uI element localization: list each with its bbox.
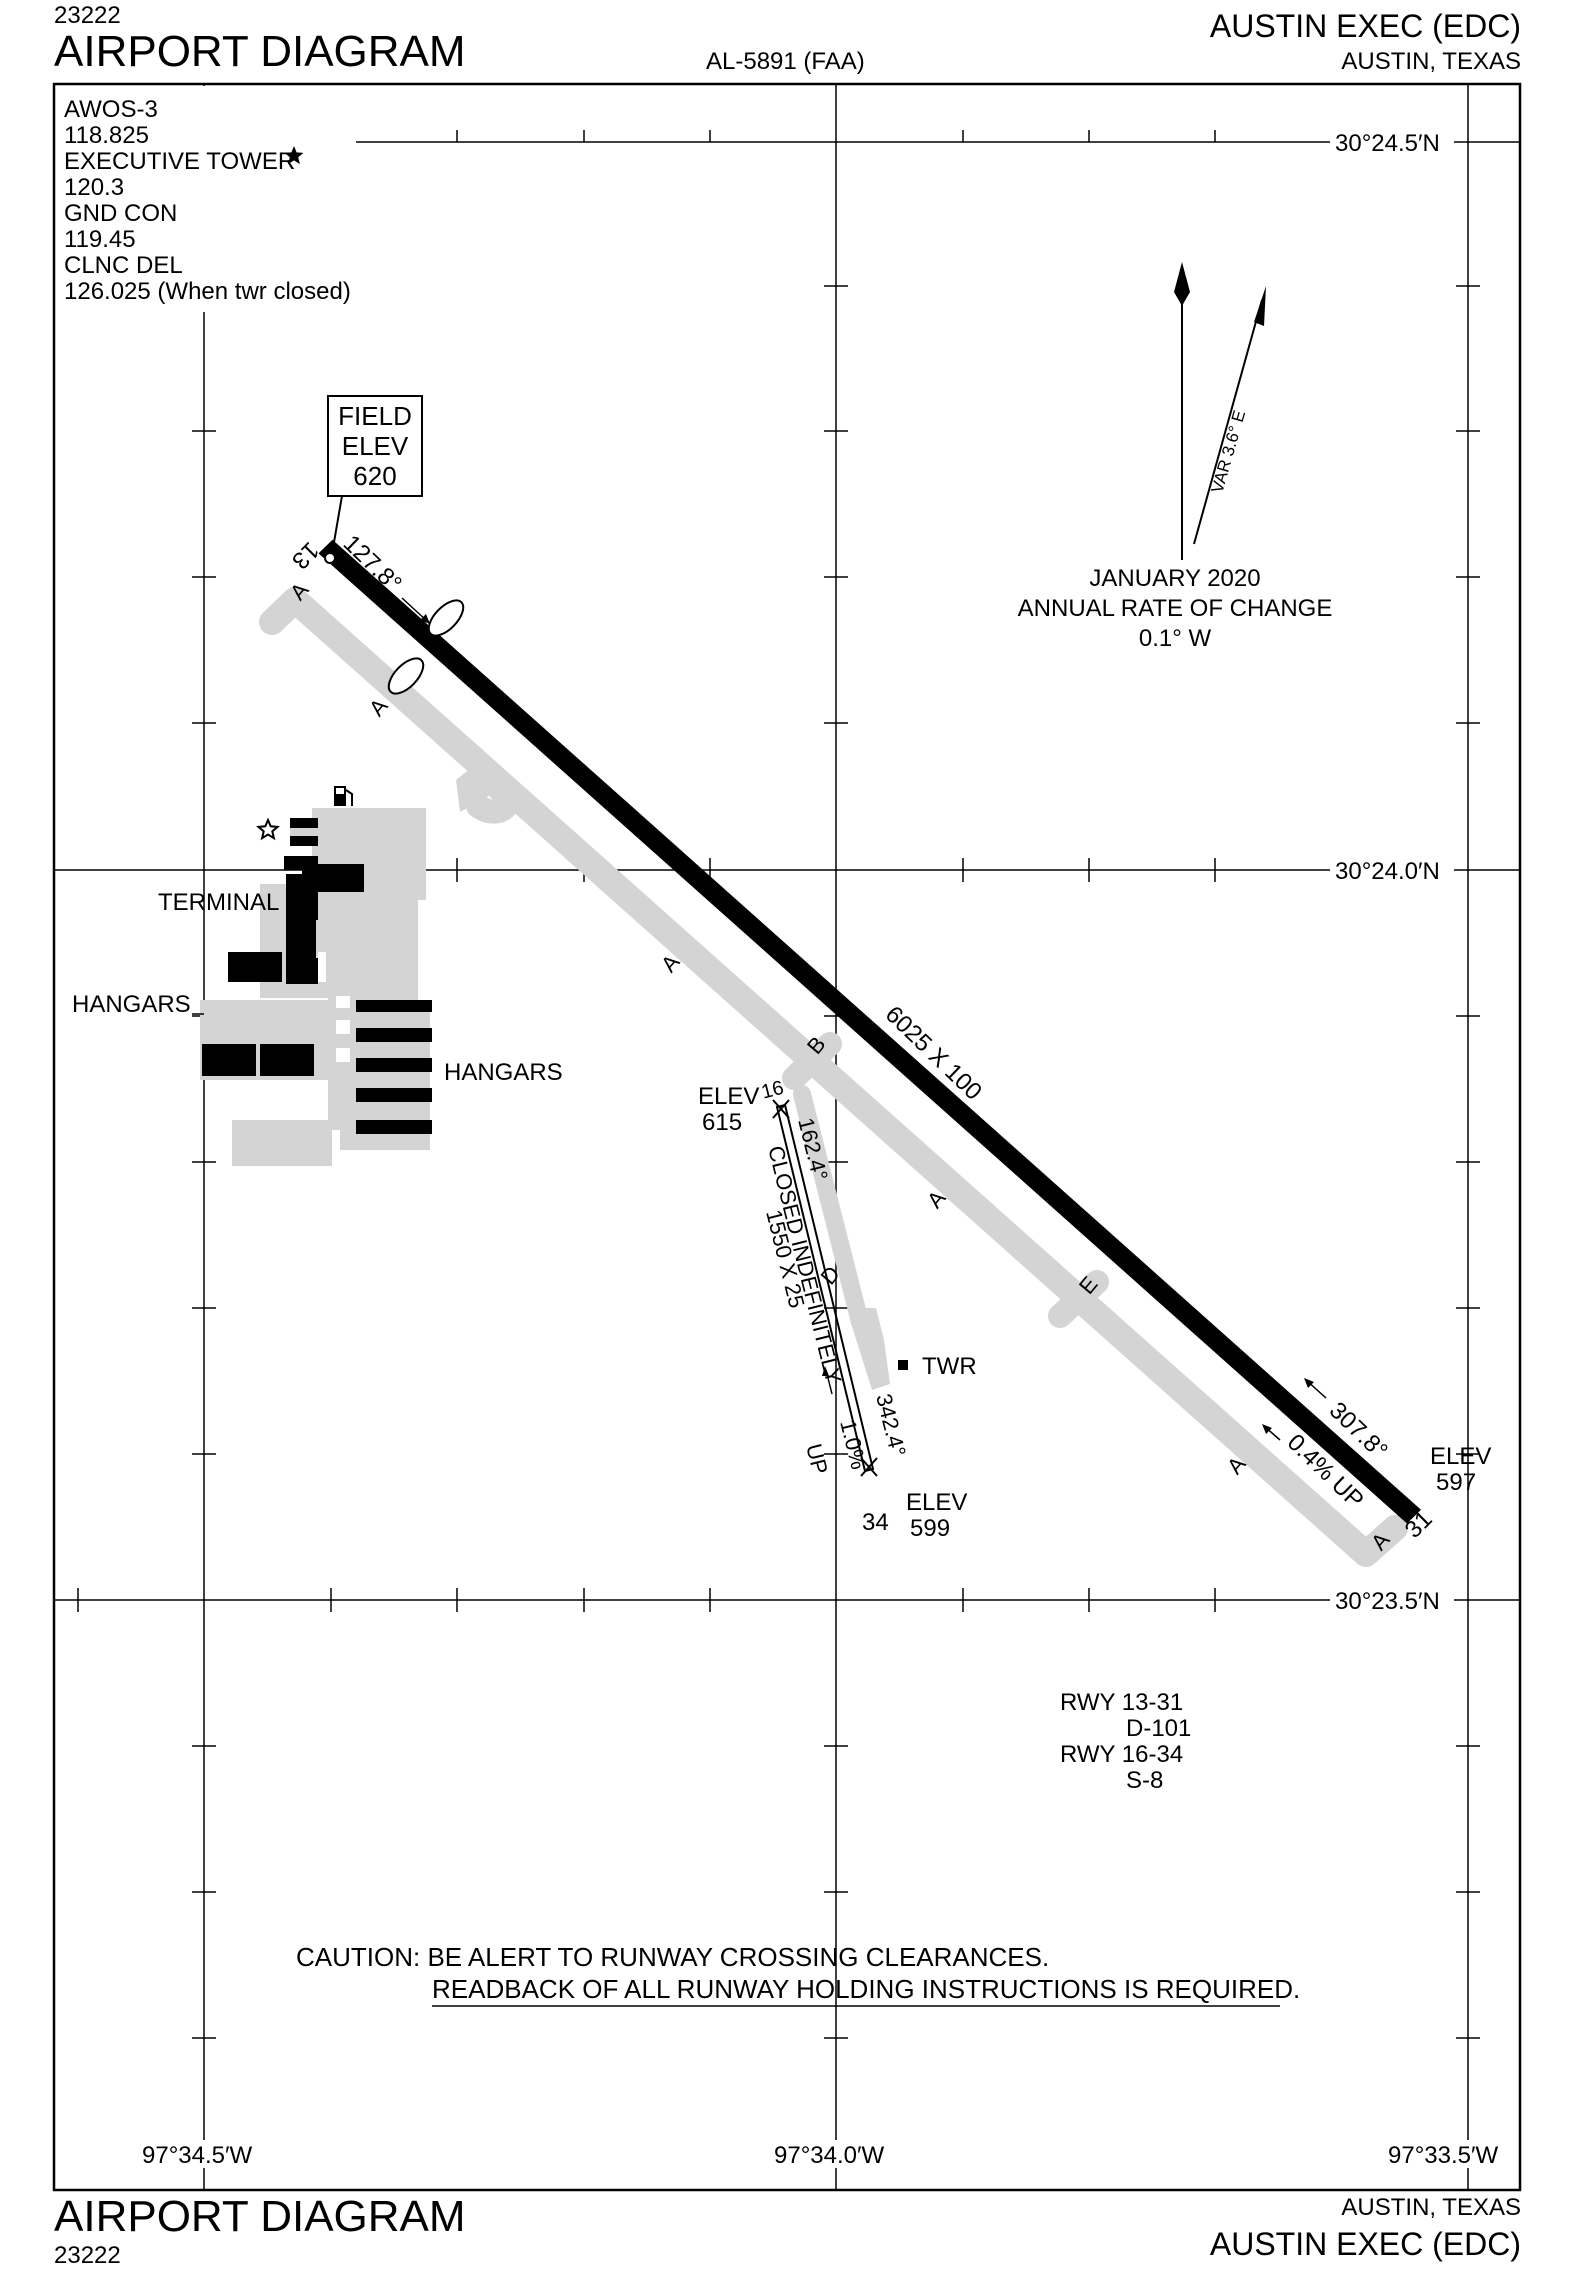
runway-34-elev-label: ELEV <box>906 1489 967 1516</box>
magnetic-north-line <box>1193 299 1263 545</box>
bearing-rwy-13-31: RWY 13-31 <box>1060 1689 1183 1716</box>
terminal-label: TERMINAL <box>158 889 279 916</box>
lon-label-east: 97°33.5′W <box>1388 2142 1499 2169</box>
runway-16-elev-label: ELEV <box>698 1083 759 1110</box>
coordinate-labels: 30°24.5′N 30°24.0′N 30°23.5′N 97°34.5′W … <box>140 128 1516 2169</box>
field-elevation-value: 620 <box>353 461 396 491</box>
fuel-icon <box>334 786 353 806</box>
city-state-footer: AUSTIN, TEXAS <box>1341 2194 1521 2221</box>
lon-label-west: 97°34.5′W <box>142 2142 253 2169</box>
caution-note: CAUTION: BE ALERT TO RUNWAY CROSSING CLE… <box>296 1942 1300 2007</box>
field-elevation-leader <box>332 495 343 549</box>
taxiway-apron-connector <box>466 778 521 824</box>
caution-line2: READBACK OF ALL RUNWAY HOLDING INSTRUCTI… <box>432 1974 1300 2004</box>
apron-details <box>318 952 350 1062</box>
field-elevation-line2: ELEV <box>342 431 409 461</box>
field-elevation-line1: FIELD <box>338 401 412 431</box>
runway-34-elev-value: 599 <box>910 1515 950 1542</box>
freq-clearance: CLNC DEL <box>64 252 183 279</box>
lon-label-center: 97°34.0′W <box>774 2142 885 2169</box>
taxiway-e-connector <box>1048 1270 1109 1328</box>
tower-icon <box>898 1360 908 1370</box>
lat-label-center: 30°24.0′N <box>1335 858 1440 885</box>
runway-13-31 <box>318 539 1421 1524</box>
airport-name: AUSTIN EXEC (EDC) <box>1209 8 1521 44</box>
freq-ground: GND CON <box>64 200 177 227</box>
bearing-strength: RWY 13-31 D-101 RWY 16-34 S-8 <box>1060 1689 1191 1794</box>
caution-line1: CAUTION: BE ALERT TO RUNWAY CROSSING CLE… <box>296 1942 1049 1972</box>
taxiway-d-path <box>793 1085 869 1331</box>
buildings <box>202 818 908 1370</box>
procedure-number-footer: 23222 <box>54 2242 121 2269</box>
taxiway-b-connector <box>782 1032 842 1090</box>
freq-tower-value: 120.3 <box>64 174 124 201</box>
map-frame <box>52 82 1522 2192</box>
runway-16-34-gradient-dir: UP <box>801 1441 833 1477</box>
runway-16-label: 16 <box>759 1077 786 1104</box>
freq-ground-value: 119.45 <box>64 226 136 253</box>
apron-connector-fillet <box>456 756 496 812</box>
variation-rate-label: ANNUAL RATE OF CHANGE <box>1018 595 1333 622</box>
taxiway-system <box>259 587 1408 1567</box>
runway-34-heading: 342.4° <box>871 1391 911 1459</box>
lat-label-north: 30°24.5′N <box>1335 130 1440 157</box>
city-state: AUSTIN, TEXAS <box>1341 48 1521 75</box>
wind-indicator-icon <box>387 599 465 695</box>
magnetic-north-arrow-icon <box>1254 286 1266 326</box>
hangars-west-label: HANGARS <box>72 991 191 1018</box>
freq-clearance-value: 126.025 (When twr closed) <box>64 278 351 305</box>
bearing-rwy-16-34: RWY 16-34 <box>1060 1741 1183 1768</box>
magnetic-variation: VAR 3.6° E JANUARY 2020 ANNUAL RATE OF C… <box>1018 262 1333 652</box>
freq-awos: AWOS-3 <box>64 96 158 123</box>
runway-13-threshold-marker <box>324 552 336 564</box>
chart-code: AL-5891 (FAA) <box>706 48 865 75</box>
bearing-rwy-16-34-value: S-8 <box>1126 1767 1163 1794</box>
variation-label: VAR 3.6° E <box>1208 408 1250 495</box>
runway-31-elev-value: 597 <box>1436 1469 1476 1496</box>
chart-title: AIRPORT DIAGRAM <box>54 27 466 76</box>
variation-rate-value: 0.1° W <box>1139 625 1212 652</box>
runway-16-34 <box>772 1099 878 1477</box>
variation-date: JANUARY 2020 <box>1089 565 1260 592</box>
beacon-star-icon <box>256 817 280 841</box>
chart-title-footer: AIRPORT DIAGRAM <box>54 2192 466 2241</box>
freq-tower: EXECUTIVE TOWER <box>64 148 295 175</box>
bearing-rwy-13-31-value: D-101 <box>1126 1715 1191 1742</box>
true-north-arrow-icon <box>1174 262 1190 306</box>
runway-16-34-gradient-value: 1.0% <box>835 1417 871 1472</box>
field-elevation-box <box>327 395 423 497</box>
field-elevation: FIELD ELEV 620 <box>327 395 423 549</box>
runway-34-label: 34 <box>862 1509 889 1536</box>
tower-label: TWR <box>922 1353 977 1380</box>
tower-star-icon <box>284 146 304 165</box>
frequency-list: AWOS-3 118.825 EXECUTIVE TOWER 120.3 GND… <box>64 96 351 305</box>
runway-31-elev-label: ELEV <box>1430 1443 1491 1470</box>
facility-labels: TERMINAL HANGARS HANGARS TWR <box>72 889 977 1380</box>
airport-name-footer: AUSTIN EXEC (EDC) <box>1209 2226 1521 2262</box>
procedure-number: 23222 <box>54 2 121 29</box>
runway-13-label: 13 <box>286 536 324 574</box>
taxiway-a-path <box>259 587 1408 1567</box>
freq-awos-value: 118.825 <box>64 122 149 149</box>
lat-label-south: 30°23.5′N <box>1335 1588 1440 1615</box>
runway-16-elev-value: 615 <box>702 1109 742 1136</box>
hangars-east-label: HANGARS <box>444 1059 563 1086</box>
runway-16-heading: 162.4° <box>793 1115 833 1183</box>
